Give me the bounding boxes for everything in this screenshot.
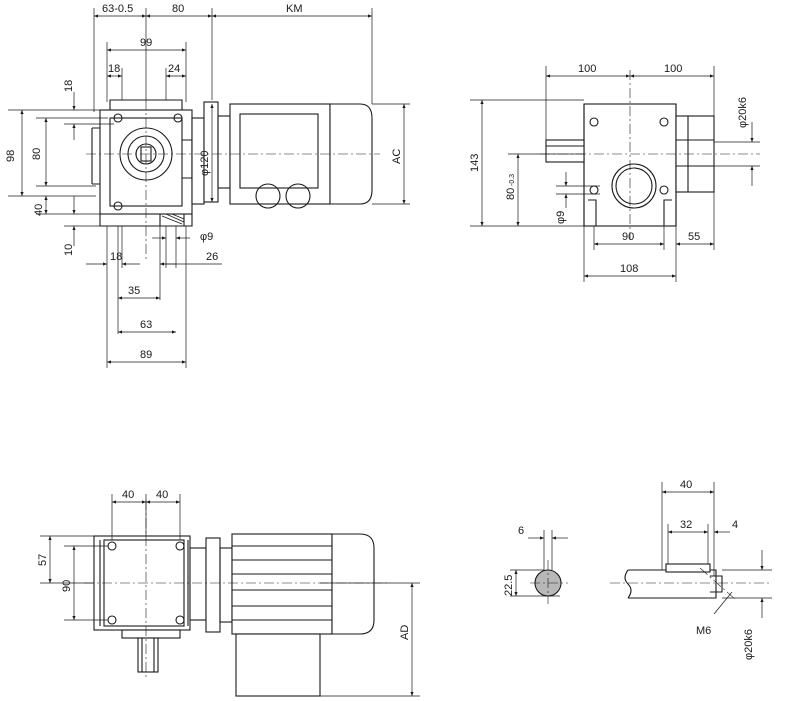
dim-18-top-label: 18 (108, 63, 120, 75)
dim-4-label: 4 (732, 519, 738, 531)
dim-98-label: 98 (5, 150, 17, 162)
bottom-left-view: 40 40 57 90 AD (37, 489, 420, 697)
motor-flange (191, 101, 231, 205)
dim-90-bl-label: 90 (61, 580, 73, 592)
dim-40-b-label: 40 (156, 489, 168, 501)
dim-108-label: 108 (620, 263, 638, 275)
dim-phi9-label: φ9 (200, 231, 213, 243)
dim-18-side-label: 18 (63, 80, 75, 92)
top-left-view: 63-0.5 80 KM 99 18 24 98 80 18 40 10 (5, 3, 410, 368)
dim-32-label: 32 (680, 519, 692, 531)
dim-40-a-label: 40 (122, 489, 134, 501)
motor-body (229, 103, 373, 209)
dim-80-label: 80 (172, 3, 184, 15)
dim-89-label: 89 (140, 349, 152, 361)
dim-26-label: 26 (206, 251, 218, 263)
dim-100-left-label: 100 (578, 63, 596, 75)
dim-10-label: 10 (63, 244, 75, 256)
dim-km-label: KM (286, 3, 303, 15)
dim-ad-label: AD (399, 625, 411, 640)
dim-99-label: 99 (140, 37, 152, 49)
dim-phi20k6-detail-label: φ20k6 (743, 629, 755, 660)
gearbox-housing (91, 99, 193, 227)
dim-100-right-label: 100 (664, 63, 682, 75)
dim-80-tol-sub-label: -0.3 (509, 174, 516, 186)
shaft-section: 6 22.5 (503, 525, 568, 604)
dim-40-label: 40 (33, 204, 45, 216)
dim-40-detail-label: 40 (680, 479, 692, 491)
dim-24-label: 24 (168, 63, 180, 75)
dim-ac-label: AC (391, 149, 403, 164)
motor-side (189, 533, 375, 697)
dim-63-label: 63-0.5 (102, 3, 133, 15)
dim-phi120-label: φ120 (199, 151, 211, 177)
dim-63-bottom-label: 63 (140, 319, 152, 331)
dim-80-tol-label: 80 (505, 188, 517, 200)
top-right-view: 100 100 φ20k6 143 80 -0.3 φ9 90 55 108 (469, 63, 760, 282)
shaft-detail: 40 32 4 M6 φ20k6 (610, 479, 772, 660)
dim-18-bottom-label: 18 (110, 251, 122, 263)
dim-6-label: 6 (518, 525, 524, 537)
dim-35-label: 35 (128, 285, 140, 297)
dim-55-label: 55 (688, 231, 700, 243)
dim-phi20k6-label: φ20k6 (737, 97, 749, 128)
dim-m6-label: M6 (696, 625, 711, 637)
dim-22-5-label: 22.5 (503, 575, 515, 596)
dim-90-label: 90 (622, 231, 634, 243)
gearbox-front (93, 535, 191, 673)
dim-143-label: 143 (469, 154, 481, 172)
dim-80-side-label: 80 (31, 148, 43, 160)
dim-phi9-side-label: φ9 (555, 211, 567, 224)
dim-57-label: 57 (37, 554, 49, 566)
